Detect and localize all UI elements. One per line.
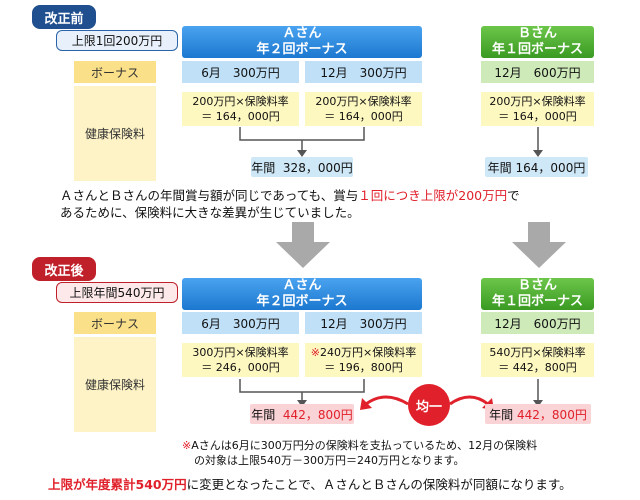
calc-line: ＝ 442，800円 — [498, 361, 577, 374]
before-b-freq: 年１回ボーナス — [491, 42, 583, 57]
before-b-december: 12月 600万円 — [481, 61, 594, 83]
after-b-calc: 540万円×保険料率 ＝ 442，800円 — [481, 343, 594, 377]
total-label: 年間 — [487, 160, 512, 175]
conclusion-highlight: 上限が年度累計540万円 — [48, 477, 187, 492]
after-a-name: Ａさん — [282, 278, 322, 293]
before-limit: 上限1回200万円 — [56, 30, 178, 51]
calc-line: ＝ 196，800円 — [324, 361, 403, 374]
before-a-freq: 年２回ボーナス — [256, 42, 348, 57]
total-label: 年間 — [251, 160, 276, 175]
after-b-december: 12月 600万円 — [481, 312, 594, 334]
calc-line: ＝ 164，000円 — [498, 110, 577, 123]
down-arrow-icon — [512, 222, 566, 268]
before-premium-label: 健康保険料 — [74, 86, 156, 181]
after-footnote: ※Aさんは6月に300万円分の保険料を支払っているため、12月の保険料 の対象は… — [182, 438, 612, 468]
footnote-text: Aさんは6月に300万円分の保険料を支払っているため、12月の保険料 — [191, 439, 538, 452]
before-b-name: Ｂさん — [517, 26, 557, 41]
after-a-december: 12月 300万円 — [305, 312, 422, 334]
calc-line: 200万円×保険料率 — [192, 95, 289, 108]
after-a-total: 年間 442，800円 — [250, 404, 354, 424]
note-mark: ※ — [182, 439, 192, 452]
before-a-total: 年間 328，000円 — [251, 157, 353, 177]
note-mark: ※ — [310, 346, 320, 359]
before-b-calc: 200万円×保険料率 ＝ 164，000円 — [481, 92, 594, 126]
after-a-freq: 年２回ボーナス — [256, 294, 348, 309]
note-highlight: １回につき上限が200万円 — [358, 188, 508, 203]
after-b-header: Ｂさん 年１回ボーナス — [481, 278, 594, 310]
after-badge: 改正後 — [32, 257, 96, 281]
before-a-june: 6月 300万円 — [182, 61, 299, 83]
after-a-june: 6月 300万円 — [182, 312, 299, 334]
before-b-total: 年間 164，000円 — [485, 157, 588, 177]
before-a-calc-june: 200万円×保険料率 ＝ 164，000円 — [182, 92, 299, 126]
total-label: 年間 — [489, 407, 514, 422]
note-text: ＡさんとＢさんの年間賞与額が同じであっても、賞与 — [60, 188, 359, 203]
footnote-text: の対象は上限540万－300万円＝240万円となります。 — [194, 454, 465, 467]
total-label: 年間 — [251, 407, 276, 422]
after-conclusion: 上限が年度累計540万円に変更となったことで、ＡさんとＢさんの保険料が同額になり… — [48, 474, 640, 493]
note-text: あるために、保険料に大きな差異が生じていました。 — [60, 205, 360, 220]
before-explanation: ＡさんとＢさんの年間賞与額が同じであっても、賞与１回につき上限が200万円で あ… — [60, 187, 600, 221]
total-value: 164，000円 — [515, 160, 586, 175]
total-value: 442，800円 — [282, 407, 353, 422]
before-badge: 改正前 — [32, 5, 96, 29]
after-b-total: 年間 442，800円 — [485, 404, 591, 424]
equal-arc-left — [365, 395, 409, 406]
calc-line: 200万円×保険料率 — [489, 95, 586, 108]
calc-line: ※240万円×保険料率 — [311, 345, 416, 360]
conclusion-text: に変更となったことで、ＡさんとＢさんの保険料が同額になります。 — [186, 477, 572, 492]
calc-line: 540万円×保険料率 — [489, 346, 586, 359]
after-b-freq: 年１回ボーナス — [491, 294, 583, 309]
after-premium-label: 健康保険料 — [74, 337, 156, 432]
after-b-name: Ｂさん — [517, 278, 557, 293]
calc-line: 200万円×保険料率 — [315, 95, 412, 108]
calc-line: ＝ 164，000円 — [201, 110, 280, 123]
total-value: 328，000円 — [282, 160, 353, 175]
after-limit: 上限年間540万円 — [56, 282, 178, 303]
before-a-name: Ａさん — [282, 26, 322, 41]
total-value: 442，800円 — [517, 407, 587, 422]
after-a-calc-june: 300万円×保険料率 ＝ 246，000円 — [182, 343, 299, 377]
before-a-header: Ａさん 年２回ボーナス — [182, 26, 422, 58]
before-b-header: Ｂさん 年１回ボーナス — [481, 26, 594, 58]
calc-line: ＝ 246，000円 — [201, 361, 280, 374]
after-bonus-label: ボーナス — [74, 312, 156, 334]
equal-arc-right — [449, 395, 489, 406]
equal-circle — [408, 384, 450, 426]
before-a-calc-december: 200万円×保険料率 ＝ 164，000円 — [305, 92, 422, 126]
calc-line: 300万円×保険料率 — [192, 346, 289, 359]
equal-label: 均一 — [415, 399, 442, 415]
before-bonus-label: ボーナス — [74, 61, 156, 83]
after-a-calc-december: ※240万円×保険料率 ＝ 196，800円 — [305, 343, 422, 377]
note-text: で — [507, 188, 520, 203]
before-a-december: 12月 300万円 — [305, 61, 422, 83]
calc-line: ＝ 164，000円 — [324, 110, 403, 123]
down-arrow-icon — [276, 222, 330, 268]
calc-text: 240万円×保険料率 — [320, 346, 417, 359]
after-a-header: Ａさん 年２回ボーナス — [182, 278, 422, 310]
